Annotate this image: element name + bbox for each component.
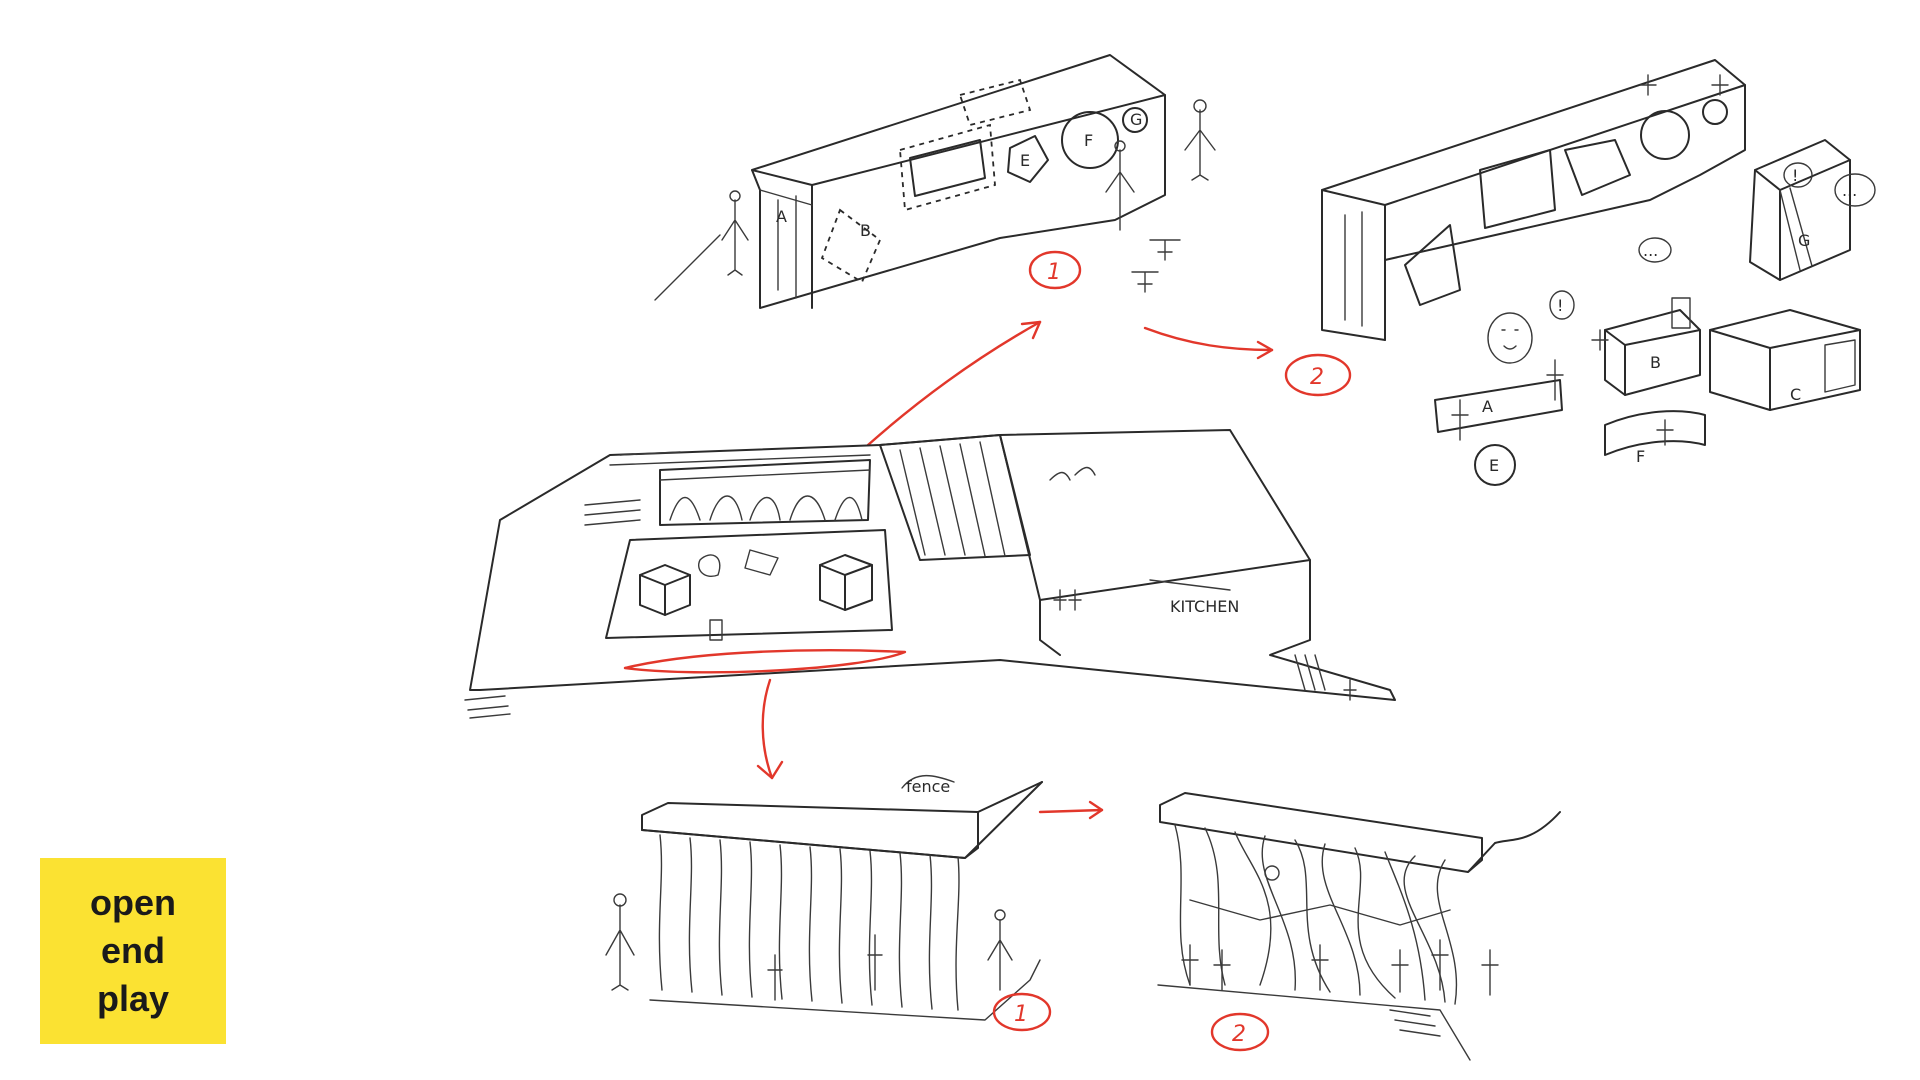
badge-line-2: end: [100, 930, 165, 971]
arrow-plan-underline: [623, 649, 907, 674]
wall-sketch-stage-1: A B E F G: [654, 54, 1216, 309]
arrow-plan-to-fence: [761, 678, 774, 780]
open-end-play-badge: open end play: [40, 858, 226, 1044]
badge-line-1: open: [90, 882, 176, 923]
arrow-stage-1-to-2-bottom: [1038, 808, 1104, 814]
arrow-plan-to-stage-1: [866, 320, 1042, 447]
speech-mark-1: !: [1792, 166, 1798, 185]
fence-label: fence: [906, 777, 950, 796]
block-label-g: G: [1798, 231, 1810, 250]
panel-label-b: B: [860, 221, 871, 240]
arrow-stage-1-to-2-top: [1143, 326, 1274, 352]
fence-sketch-stage-1: fence: [605, 774, 1043, 1021]
step-1-label-bottom: 1: [1014, 1002, 1028, 1027]
block-label-b: B: [1650, 353, 1661, 372]
step-2-label-top: 2: [1310, 365, 1324, 390]
step-badge-1-bottom: 1: [992, 992, 1052, 1032]
step-badge-1-top: 1: [1028, 250, 1082, 290]
speech-mark-3: ...: [1842, 181, 1857, 200]
block-label-e: E: [1489, 456, 1499, 475]
block-label-c: C: [1790, 385, 1801, 404]
wall-sketch-stage-2: B C A E F G ! ! ... ...: [1321, 59, 1876, 486]
panel-label-a: A: [776, 207, 787, 226]
speech-mark-2: !: [1557, 296, 1563, 315]
panel-label-g: G: [1130, 110, 1142, 129]
speech-mark-4: ...: [1643, 241, 1658, 260]
block-label-a: A: [1482, 397, 1493, 416]
block-label-f: F: [1636, 447, 1645, 466]
panel-label-e: E: [1020, 151, 1030, 170]
kitchen-label: KITCHEN: [1170, 597, 1239, 616]
step-badge-2-top: 2: [1284, 353, 1352, 397]
fence-sketch-stage-2: [1157, 792, 1561, 1061]
step-2-label-bottom: 2: [1232, 1022, 1246, 1047]
step-badge-2-bottom: 2: [1210, 1012, 1270, 1052]
site-plan-sketch: KITCHEN: [464, 429, 1396, 719]
step-1-label-top: 1: [1047, 260, 1061, 285]
badge-line-3: play: [96, 978, 170, 1019]
panel-label-f: F: [1084, 131, 1093, 150]
